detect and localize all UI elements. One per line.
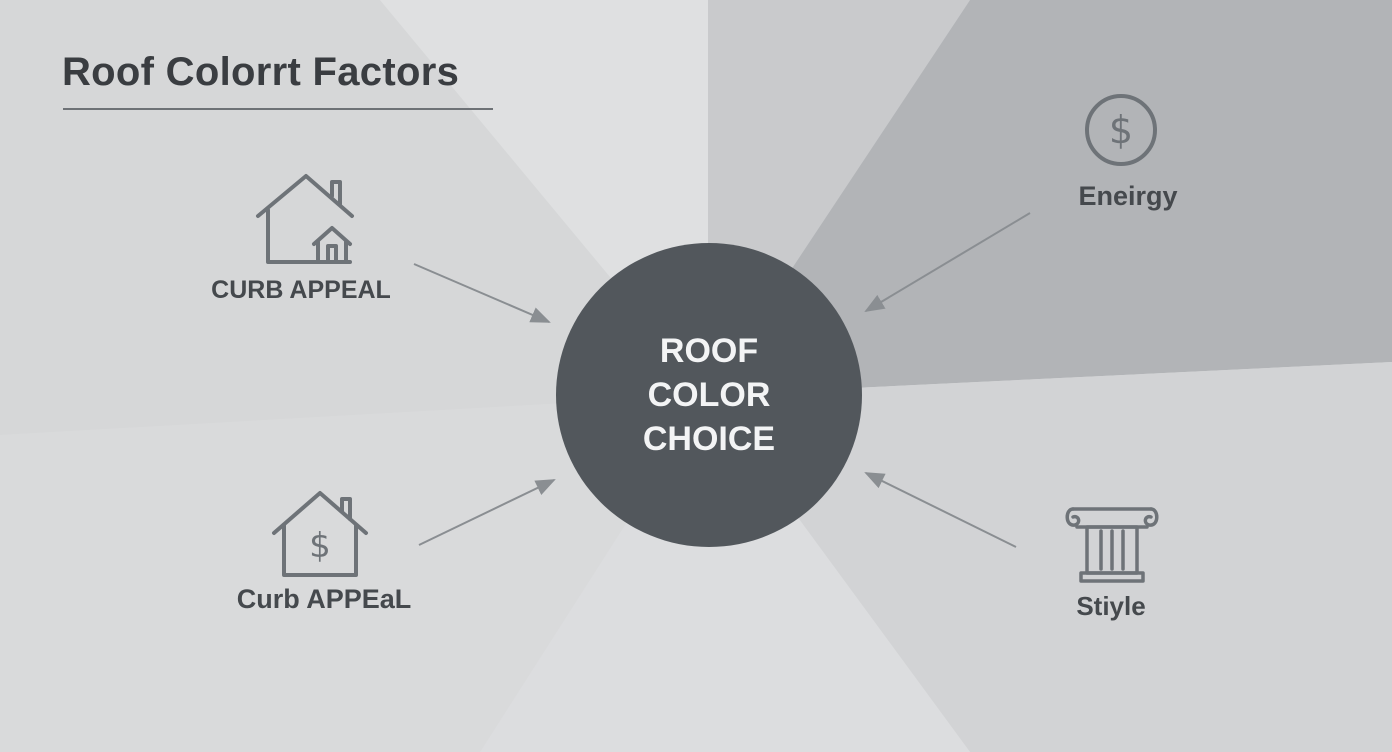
arrow-energy bbox=[864, 212, 1031, 313]
svg-text:$: $ bbox=[309, 526, 331, 566]
factor-label-energy: Eneirgy bbox=[1078, 181, 1178, 211]
factor-label-curb-appeal: CURB APPEAL bbox=[211, 276, 391, 304]
arrow-style bbox=[864, 472, 1017, 548]
factor-label-cost: Curb APPEaL bbox=[236, 584, 412, 614]
title-underline bbox=[63, 108, 493, 110]
column-icon bbox=[1065, 507, 1159, 583]
dollar-circle-icon: $ bbox=[1085, 94, 1157, 166]
arrow-cost bbox=[418, 479, 556, 546]
arrow-curb-appeal bbox=[413, 263, 551, 323]
svg-text:$: $ bbox=[1109, 108, 1133, 152]
center-hub: ROOF COLOR CHOICE bbox=[556, 243, 862, 547]
center-label: ROOF COLOR CHOICE bbox=[642, 332, 776, 458]
house-dollar-icon: $ bbox=[272, 491, 368, 577]
house-icon bbox=[256, 174, 354, 264]
page-title: Roof Colorrt Factors bbox=[62, 50, 460, 94]
factor-label-style: Stiyle bbox=[1076, 591, 1146, 621]
